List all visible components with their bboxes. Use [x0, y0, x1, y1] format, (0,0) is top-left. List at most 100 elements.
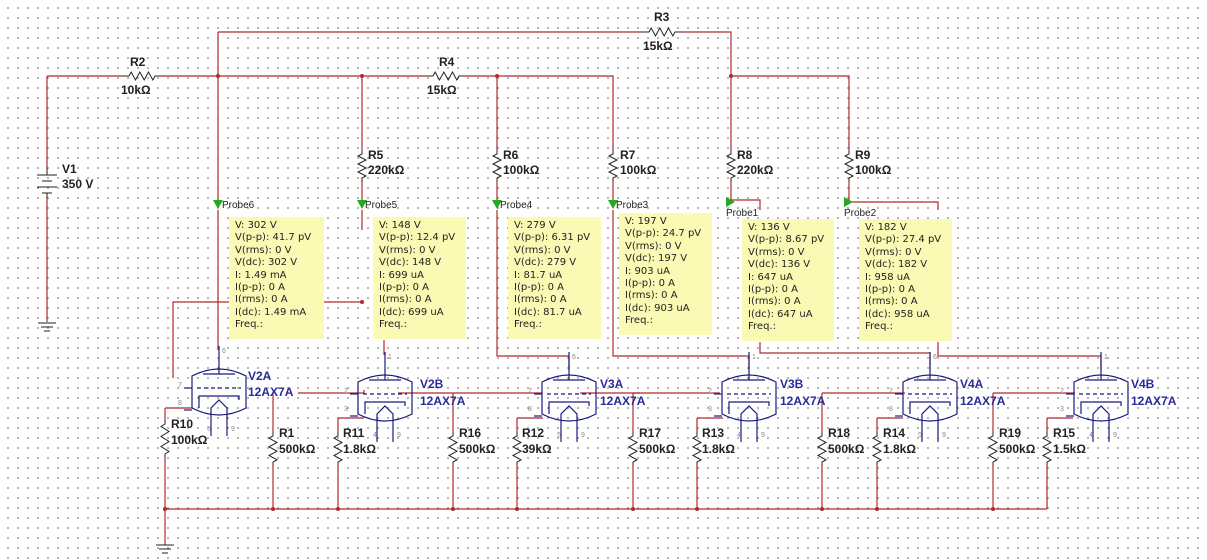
- probe-line: I(p-p): 0 A: [514, 282, 564, 294]
- resistor-r17[interactable]: [627, 432, 639, 466]
- r16-value: 500kΩ: [459, 442, 496, 456]
- probe-line: Freq.:: [625, 315, 653, 327]
- probe-line: I(dc): 81.7 uA: [514, 306, 582, 318]
- r9-name: R9: [855, 148, 871, 162]
- resistor-r7[interactable]: [607, 150, 619, 182]
- resistor-r4[interactable]: [426, 70, 466, 82]
- r12-name: R12: [522, 426, 545, 440]
- tube-v4a[interactable]: [895, 352, 958, 442]
- probe-line: I(p-p): 0 A: [748, 284, 798, 296]
- resistor-r16[interactable]: [447, 432, 459, 466]
- resistor-r1[interactable]: [267, 432, 279, 466]
- tube-pin-number: 8: [889, 406, 893, 413]
- probe6-arrow-icon: [213, 200, 223, 209]
- tube-v3b[interactable]: [714, 352, 777, 442]
- r7-name: R7: [620, 148, 636, 162]
- resistor-r13[interactable]: [691, 432, 703, 466]
- probe-line: I(rms): 0 A: [625, 290, 678, 302]
- probe-line: V(p-p): 41.7 pV: [235, 232, 312, 244]
- probe-line: I: 958 uA: [865, 271, 910, 283]
- tube-pin-number: 6: [572, 354, 576, 361]
- probe2-arrow-icon: [844, 197, 853, 207]
- tube-pin-number: 7: [889, 388, 893, 395]
- r19-value: 500kΩ: [999, 442, 1036, 456]
- probe-line: V(dc): 279 V: [514, 257, 577, 269]
- probe-line: V: 197 V: [625, 216, 667, 227]
- resistor-r9[interactable]: [843, 150, 855, 182]
- tube-pin-number: 9: [231, 426, 235, 433]
- resistor-layer: [122, 26, 1053, 466]
- r5-name: R5: [368, 148, 384, 162]
- battery-v1-symbol[interactable]: [37, 168, 57, 198]
- tube-v2b[interactable]: [350, 352, 413, 442]
- probe-line: I: 81.7 uA: [514, 269, 563, 281]
- tube-pin-number: 5: [557, 432, 561, 439]
- tube-pin-number: 6: [222, 348, 226, 355]
- resistor-r18[interactable]: [816, 432, 828, 466]
- probe-line: V(p-p): 6.31 pV: [514, 232, 591, 244]
- resistor-r10[interactable]: [160, 420, 170, 458]
- probe3-readout[interactable]: V: 197 V V(p-p): 24.7 pV V(rms): 0 V V(d…: [619, 213, 712, 335]
- junctions: [163, 74, 995, 511]
- resistor-r2[interactable]: [122, 70, 162, 82]
- r19-name: R19: [999, 426, 1022, 440]
- r14-value: 1.8kΩ: [883, 442, 916, 456]
- probe2-name[interactable]: Probe2: [844, 208, 877, 219]
- tube-pin-number: 2: [344, 388, 348, 395]
- resistor-r19[interactable]: [987, 432, 999, 466]
- probe-line: V(dc): 182 V: [865, 259, 928, 271]
- probe-line: V(dc): 136 V: [748, 259, 811, 271]
- probe-line: I(dc): 647 uA: [748, 308, 813, 320]
- resistor-r6[interactable]: [491, 150, 503, 182]
- resistor-r5[interactable]: [356, 150, 368, 182]
- probe2-readout[interactable]: V: 182 V V(p-p): 27.4 pV V(rms): 0 V V(d…: [859, 219, 952, 341]
- tube-pin-number: 9: [397, 432, 401, 439]
- probe3-name[interactable]: Probe3: [616, 200, 649, 211]
- probe5-readout[interactable]: V: 148 V V(p-p): 12.4 pV V(rms): 0 V V(d…: [373, 217, 466, 339]
- v2a-model: 12AX7A: [248, 385, 294, 399]
- probe-line: I(rms): 0 A: [748, 296, 801, 308]
- tube-pin-number: 1: [1104, 354, 1108, 361]
- r17-name: R17: [639, 426, 662, 440]
- tube-v3a[interactable]: [534, 352, 597, 442]
- r1-value: 500kΩ: [279, 442, 316, 456]
- resistor-r12[interactable]: [511, 432, 523, 466]
- probe-line: V(dc): 302 V: [235, 257, 298, 269]
- v4a-model: 12AX7A: [960, 394, 1006, 408]
- probe-line: V(p-p): 8.67 pV: [748, 234, 825, 246]
- probe-line: V(p-p): 24.7 pV: [625, 228, 702, 240]
- probe1-readout[interactable]: V: 136 V V(p-p): 8.67 pV V(rms): 0 V V(d…: [742, 219, 834, 341]
- probe6-readout[interactable]: V: 302 V V(p-p): 41.7 pV V(rms): 0 V V(d…: [229, 217, 324, 339]
- v2b-model: 12AX7A: [420, 394, 466, 408]
- probe4-readout[interactable]: V: 279 V V(p-p): 6.31 pV V(rms): 0 V V(d…: [508, 217, 601, 339]
- probe6-name[interactable]: Probe6: [222, 200, 255, 211]
- v3b-name: V3B: [780, 377, 804, 391]
- probe-line: I(dc): 1.49 mA: [235, 306, 307, 318]
- resistor-r3[interactable]: [642, 26, 682, 38]
- probe-line: Freq.:: [235, 319, 263, 331]
- tube-pin-number: 1: [752, 354, 756, 361]
- tube-pin-number: 9: [942, 432, 946, 439]
- probe4-name[interactable]: Probe4: [500, 200, 533, 211]
- tube-v4b[interactable]: [1066, 352, 1129, 442]
- tube-pin-number: 7: [178, 382, 182, 389]
- probe-line: V(rms): 0 V: [625, 240, 682, 252]
- tube-v2a[interactable]: [184, 346, 247, 436]
- probe-line: I: 903 uA: [625, 265, 670, 277]
- resistor-r11[interactable]: [332, 432, 344, 466]
- resistor-r8[interactable]: [725, 150, 737, 182]
- probe-line: V(rms): 0 V: [865, 246, 922, 258]
- probe-line: V: 302 V: [235, 220, 277, 231]
- probe-line: V: 148 V: [379, 220, 421, 231]
- resistor-r14[interactable]: [871, 432, 883, 466]
- tube-pin-number: 4: [1089, 432, 1093, 439]
- probe-line: I(dc): 903 uA: [625, 302, 690, 314]
- probe5-name[interactable]: Probe5: [365, 200, 398, 211]
- resistor-r15[interactable]: [1041, 432, 1053, 466]
- v4b-name: V4B: [1131, 377, 1155, 391]
- probe1-name[interactable]: Probe1: [726, 208, 759, 219]
- r18-value: 500kΩ: [828, 442, 865, 456]
- r13-value: 1.8kΩ: [702, 442, 735, 456]
- tube-pin-number: 4: [737, 432, 741, 439]
